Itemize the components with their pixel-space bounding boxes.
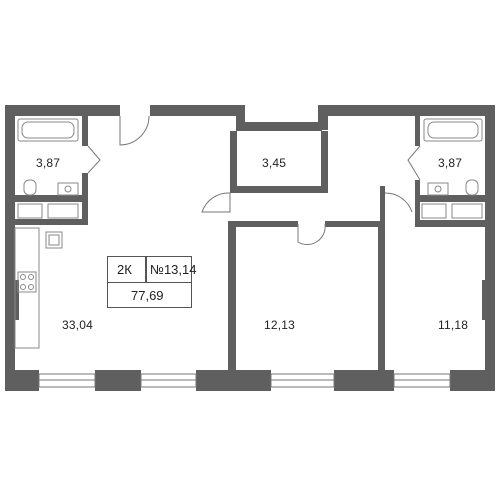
walls — [5, 105, 495, 391]
room-area-bedroom-right: 11,18 — [438, 318, 469, 332]
room-area-bedroom-middle: 12,13 — [264, 318, 296, 332]
apartment-info-box: 2К №13,14 77,69 — [107, 256, 196, 308]
room-area-storage: 3,45 — [262, 156, 287, 170]
fixtures — [14, 118, 483, 349]
info-divider — [145, 257, 147, 283]
doors — [87, 115, 421, 246]
room-area-bath-right: 3,87 — [438, 156, 463, 170]
total-area-label: 77,69 — [131, 288, 164, 303]
room-area-living-kitchen: 33,04 — [62, 318, 94, 332]
rooms-count-label: 2К — [117, 262, 132, 277]
apartment-number-label: №13,14 — [150, 262, 197, 277]
room-area-bath-left: 3,87 — [36, 156, 61, 170]
windows — [38, 373, 451, 388]
info-top-row — [108, 257, 191, 283]
